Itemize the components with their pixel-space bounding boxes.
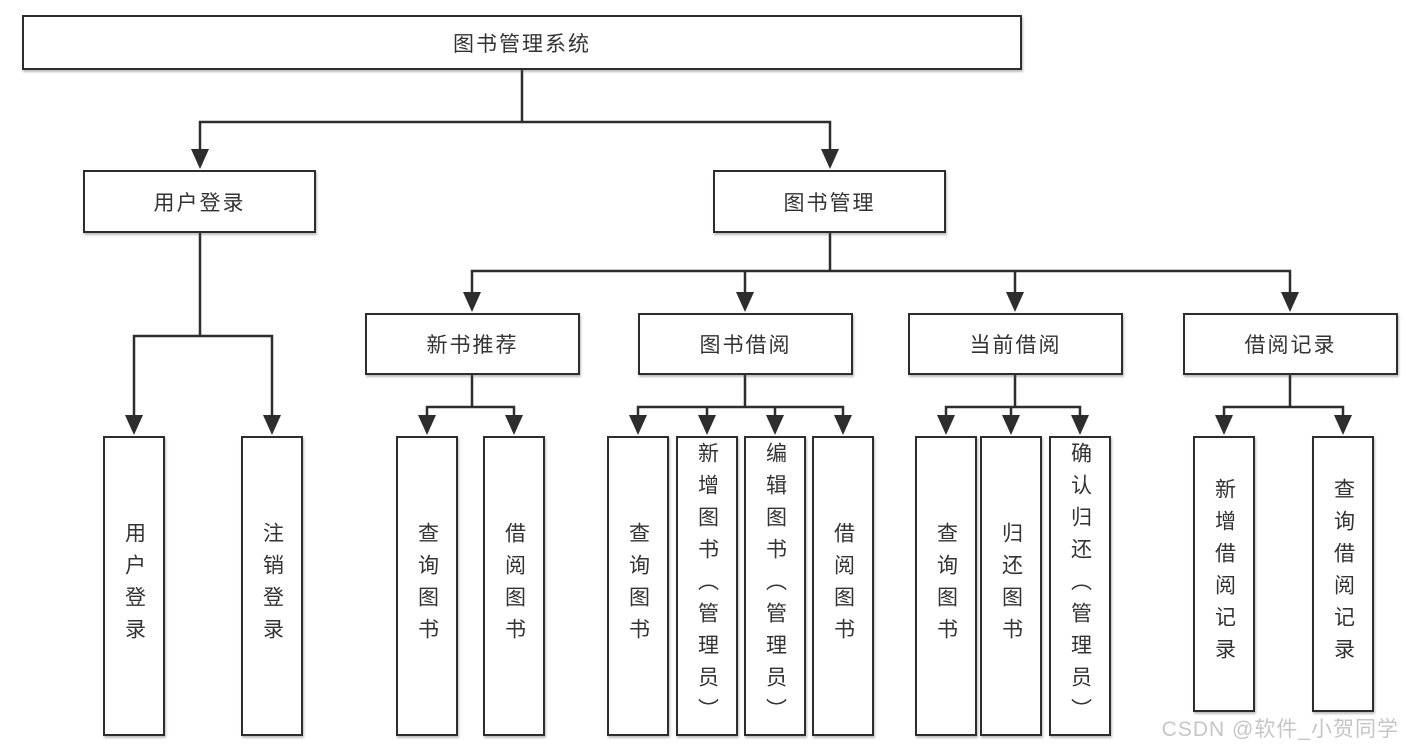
leaf-records-add-borrow-record-label: 新增借阅记录 <box>1212 478 1236 670</box>
leaf-records-query-borrow-record: 查询借阅记录 <box>1312 436 1374 712</box>
leaf-records-query-borrow-record-label: 查询借阅记录 <box>1331 478 1355 670</box>
node-new-book-recommendation: 新书推荐 <box>365 313 580 375</box>
node-book-management: 图书管理 <box>713 170 946 233</box>
node-user-login: 用户登录 <box>83 170 316 233</box>
leaf-records-add-borrow-record: 新增借阅记录 <box>1193 436 1255 712</box>
leaf-user-login: 用户登录 <box>103 436 165 736</box>
leaf-borrowing-borrow-books-label: 借阅图书 <box>831 522 855 650</box>
leaf-borrowing-query-books: 查询图书 <box>607 436 669 736</box>
leaf-newbooks-borrow-books-label: 借阅图书 <box>502 522 526 650</box>
leaf-current-query-books-label: 查询图书 <box>934 522 958 650</box>
node-book-management-label: 图书管理 <box>783 191 876 215</box>
node-root-label: 图书管理系统 <box>453 32 591 56</box>
node-new-book-recommendation-label: 新书推荐 <box>426 334 519 357</box>
node-current-borrowing: 当前借阅 <box>908 313 1123 375</box>
node-borrowing-records: 借阅记录 <box>1183 313 1398 375</box>
leaf-borrowing-add-books-admin: 新增图书（管理员） <box>676 436 738 736</box>
leaf-current-confirm-return-admin: 确认归还（管理员） <box>1049 436 1111 736</box>
node-borrowing-records-label: 借阅记录 <box>1244 334 1337 357</box>
node-user-login-label: 用户登录 <box>153 191 246 215</box>
leaf-newbooks-borrow-books: 借阅图书 <box>483 436 545 736</box>
leaf-borrowing-borrow-books: 借阅图书 <box>812 436 874 736</box>
leaf-borrowing-query-books-label: 查询图书 <box>626 522 650 650</box>
leaf-current-confirm-return-admin-label: 确认归还（管理员） <box>1068 442 1092 730</box>
leaf-borrowing-add-books-admin-label: 新增图书（管理员） <box>695 442 719 730</box>
leaf-user-login-label: 用户登录 <box>122 522 146 650</box>
leaf-newbooks-query-books-label: 查询图书 <box>415 522 439 650</box>
node-book-borrowing: 图书借阅 <box>638 313 853 375</box>
leaf-logout: 注销登录 <box>241 436 303 736</box>
leaf-logout-label: 注销登录 <box>260 522 284 650</box>
leaf-borrowing-edit-books-admin-label: 编辑图书（管理员） <box>763 442 787 730</box>
csdn-watermark: CSDN @软件_小贺同学 <box>1161 718 1399 741</box>
node-current-borrowing-label: 当前借阅 <box>969 334 1062 357</box>
leaf-borrowing-edit-books-admin: 编辑图书（管理员） <box>744 436 806 736</box>
leaf-newbooks-query-books: 查询图书 <box>396 436 458 736</box>
node-book-borrowing-label: 图书借阅 <box>699 334 792 357</box>
leaf-current-return-books: 归还图书 <box>980 436 1042 736</box>
leaf-current-return-books-label: 归还图书 <box>999 522 1023 650</box>
node-root-library-system: 图书管理系统 <box>22 15 1022 70</box>
leaf-current-query-books: 查询图书 <box>915 436 977 736</box>
